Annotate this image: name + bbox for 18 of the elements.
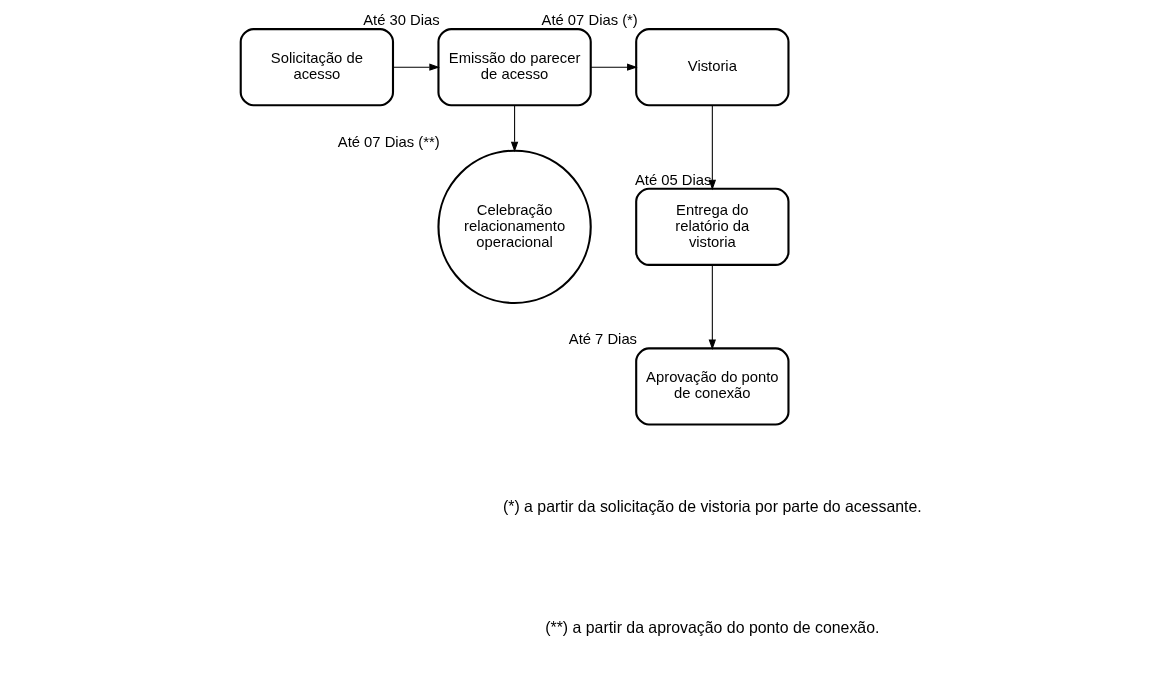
arrow <box>590 62 638 71</box>
node-box: Aprovação do ponto de conexão <box>634 346 790 426</box>
label: (**) a partir da aprovação do ponto de conexão. <box>544 618 879 636</box>
node-label: Até 30 Dias <box>362 11 440 28</box>
node-label: Até 7 Dias <box>568 330 637 347</box>
node-box: Entrega do relatório da vistoria <box>634 187 790 266</box>
node-label: Até 07 Dias (**) <box>337 133 440 150</box>
node-label: Até 05 Dias <box>634 171 711 188</box>
arrow <box>708 104 716 190</box>
node-box: Vistoria <box>634 27 790 106</box>
arrow <box>392 62 440 71</box>
arrow <box>510 104 518 152</box>
node-circle: Celebração relacionamento operacional <box>436 149 592 304</box>
node-label: Até 07 Dias (*) <box>541 11 638 28</box>
node-box: Emissão do parecer de acesso <box>436 27 592 106</box>
node-box: Solicitação de acesso <box>239 27 394 106</box>
arrow <box>708 264 716 350</box>
label: (*) a partir da solicitação de vistoria por parte do acessante. <box>502 497 922 515</box>
